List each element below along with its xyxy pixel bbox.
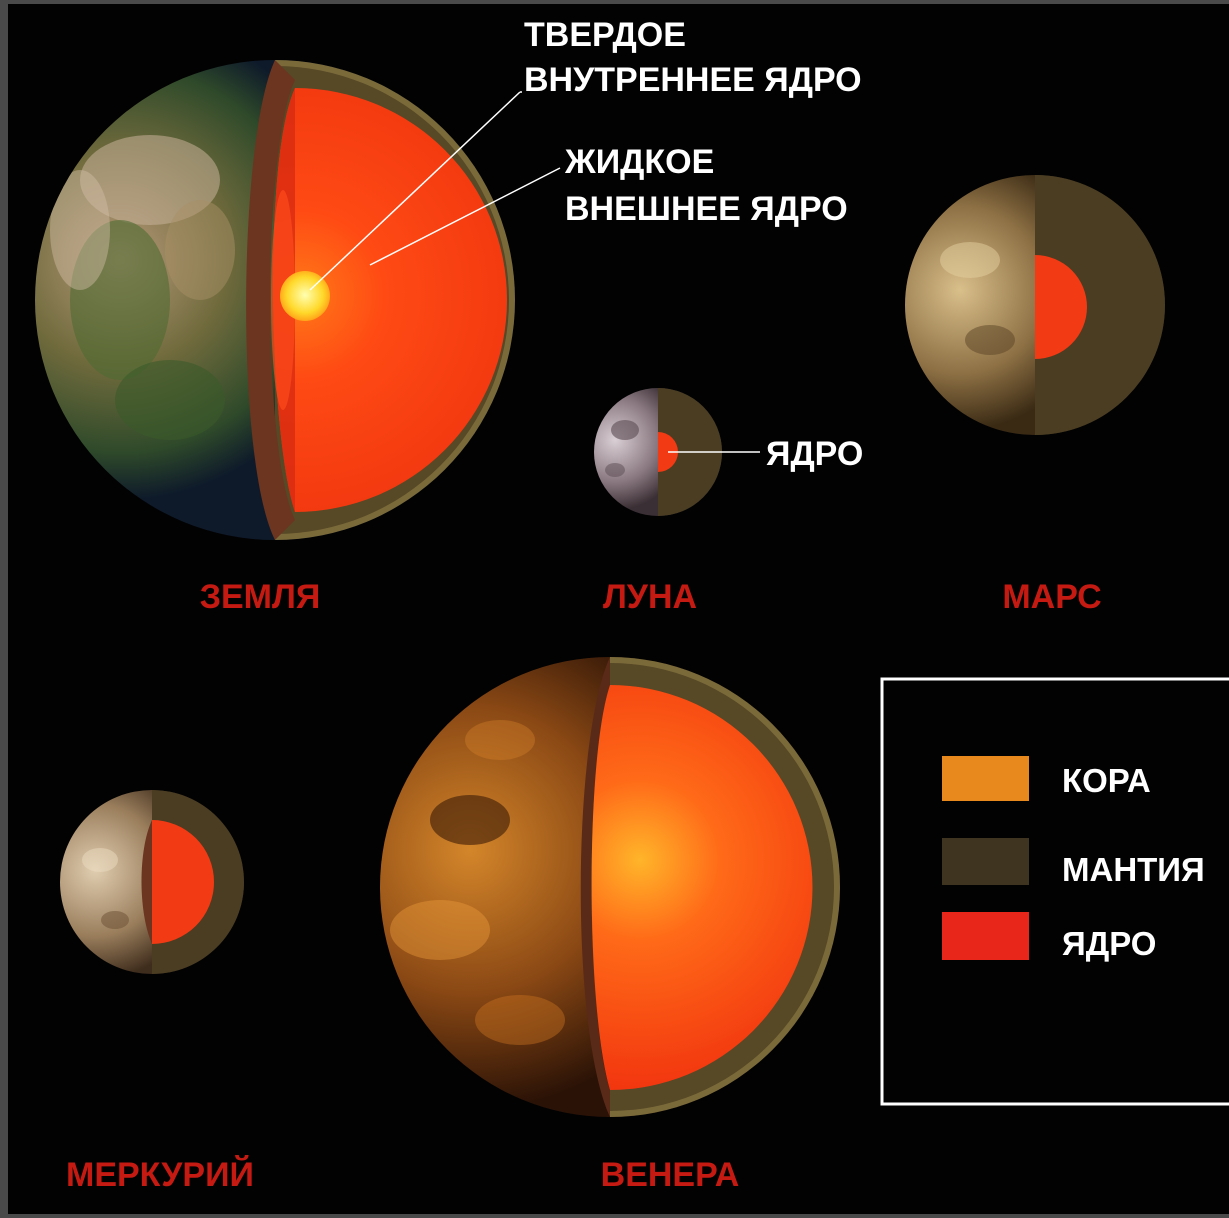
legend-swatch-crust (942, 756, 1029, 801)
inner-core-label-line2: ВНУТРЕННЕЕ ЯДРО (524, 61, 862, 99)
earth-surface-texture (50, 135, 235, 440)
moon-core-label: ЯДРО (766, 435, 863, 473)
moon-cutaway: ЯДРО (594, 388, 863, 516)
mercury-label: МЕРКУРИЙ (66, 1155, 254, 1194)
mars-mantle (1035, 175, 1165, 435)
legend-swatch-core (942, 912, 1029, 960)
venus-label: ВЕНЕРА (601, 1156, 740, 1194)
inner-core-label-line1: ТВЕРДОЕ (524, 16, 686, 54)
venus-cutaway (380, 657, 840, 1117)
venus-cut-edge (580, 657, 610, 1117)
legend-swatch-mantle (942, 838, 1029, 885)
mars-core (1035, 255, 1087, 359)
legend-frame (880, 677, 1229, 1106)
earth-cutaway (35, 60, 515, 540)
inner-core-leader-line (309, 91, 521, 291)
mars-cutaway (905, 175, 1165, 435)
legend-label-crust: КОРА (1062, 762, 1151, 799)
moon-label: ЛУНА (603, 578, 697, 616)
outer-core-label-line2: ВНЕШНЕЕ ЯДРО (565, 190, 848, 228)
mars-label: МАРС (1002, 578, 1101, 616)
earth-label: ЗЕМЛЯ (200, 578, 321, 616)
mercury-cutaway (60, 790, 244, 974)
venus-core (591, 685, 813, 1090)
outer-core-leader-line (369, 167, 561, 266)
earth-outer-core (273, 88, 507, 512)
legend-label-mantle: МАНТИЯ (1062, 851, 1205, 888)
legend: КОРА МАНТИЯ ЯДРО (880, 677, 1229, 1106)
mercury-core (152, 820, 214, 944)
outer-core-label-line1: ЖИДКОЕ (564, 143, 714, 181)
earth-annotations: ТВЕРДОЕ ВНУТРЕННЕЕ ЯДРО ЖИДКОЕ ВНЕШНЕЕ Я… (309, 16, 862, 291)
legend-label-core: ЯДРО (1062, 925, 1156, 962)
earth-cut-edge (246, 60, 295, 540)
venus-surface-texture (390, 720, 565, 1045)
